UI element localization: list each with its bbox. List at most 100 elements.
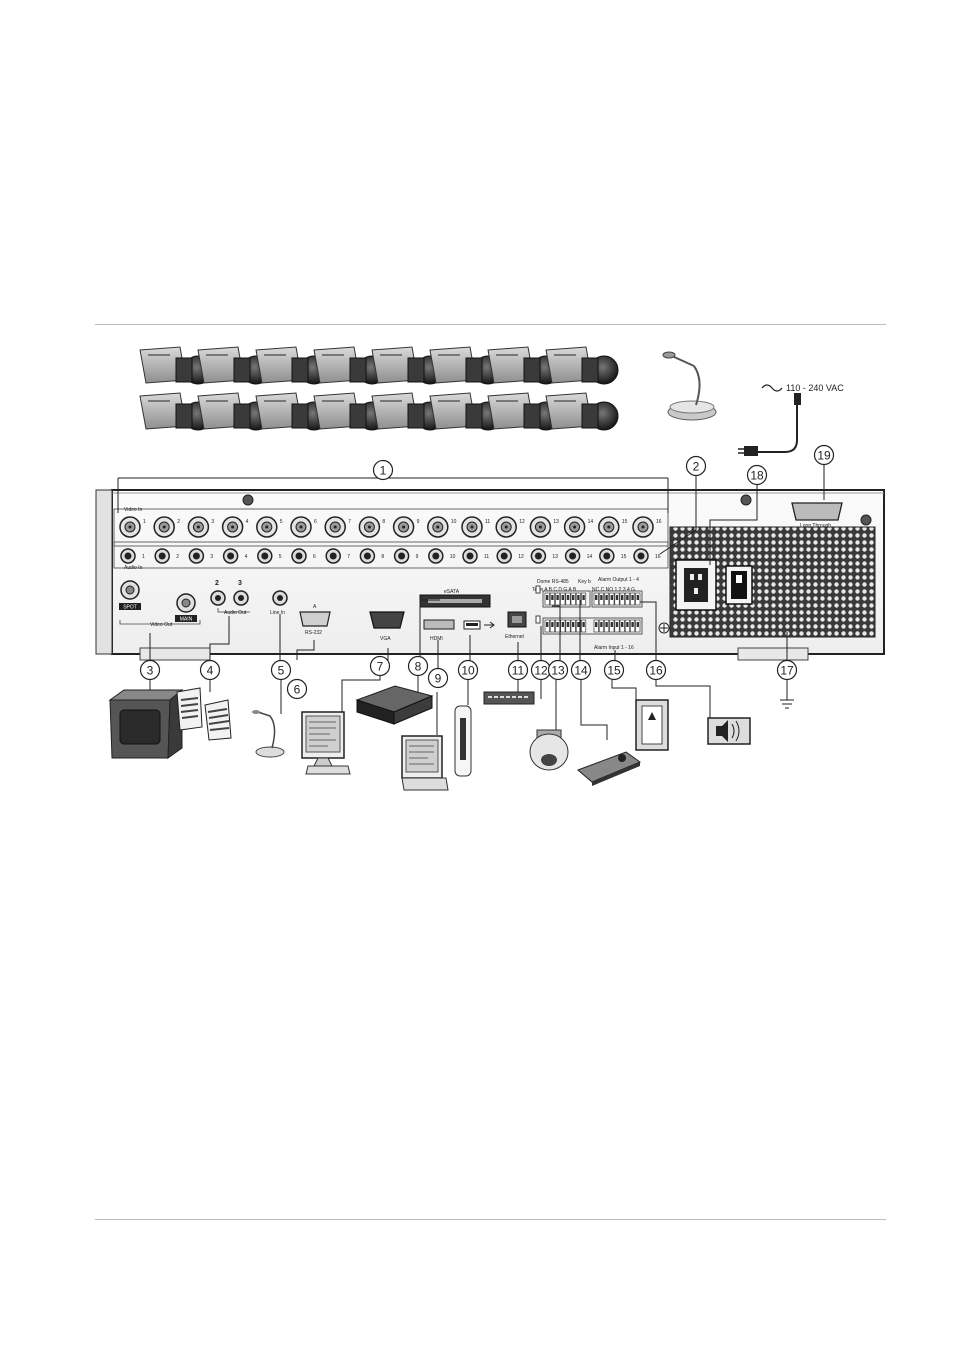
callout-1: 1 [372, 459, 394, 481]
audio-channel-number: 5 [279, 554, 282, 560]
callout-number: 16 [649, 664, 663, 678]
ptz-dome-camera-icon [529, 729, 569, 771]
audio-in-label: Audio In [124, 565, 143, 571]
video-channel-number: 15 [622, 519, 628, 525]
esata-label: eSATA [444, 589, 460, 595]
callout-2: 2 [685, 455, 707, 477]
video-channel-number: 5 [280, 519, 283, 525]
callout-number: 10 [461, 664, 475, 678]
audio-in-rca-connector [120, 548, 136, 564]
audio-channel-number: 2 [176, 554, 179, 560]
video-channel-number: 8 [382, 519, 385, 525]
audio-out-2-label: 2 [215, 580, 219, 587]
callout-number: 8 [415, 660, 422, 674]
video-channel-number: 10 [451, 519, 457, 525]
callout-7: 7 [369, 655, 391, 677]
video-channel-number: 14 [588, 519, 594, 525]
siren-relay-icon [707, 717, 751, 745]
loop-through-label: Loop Through [800, 523, 831, 529]
callout-15: 15 [603, 659, 625, 681]
power-cord-icon: 110 - 240 VAC [738, 383, 844, 456]
video-channel-number: 16 [656, 519, 662, 525]
audio-in-rca-connector [633, 548, 649, 564]
audio-channel-number: 1 [142, 554, 145, 560]
video-channel-number: 12 [519, 519, 525, 525]
audio-channel-number: 13 [552, 554, 558, 560]
video-in-bnc-connector [563, 516, 586, 538]
video-in-bnc-row [119, 516, 654, 538]
video-channel-number: 2 [177, 519, 180, 525]
audio-in-rca-connector [599, 548, 615, 564]
power-section [658, 526, 876, 638]
callout-10: 10 [457, 659, 479, 681]
main-label: MAIN [180, 617, 193, 623]
audio-channel-number: 15 [621, 554, 627, 560]
microphone-icon [662, 351, 717, 421]
cctv-camera-icon [545, 346, 619, 385]
video-in-bnc-connector [290, 516, 312, 538]
callout-number: 1 [380, 464, 387, 478]
video-channel-number: 13 [553, 519, 559, 525]
rs232-label: RS-232 [305, 630, 322, 636]
callout-3: 3 [139, 659, 161, 681]
video-in-bnc-connector [598, 516, 620, 538]
audio-in-rca-connector [291, 548, 307, 564]
usb-flash-drive-icon [454, 705, 472, 777]
audio-in-rca-row [120, 548, 649, 564]
video-channel-number: 4 [246, 519, 249, 525]
callout-17: 17 [776, 659, 798, 681]
bottom-rule [95, 1219, 886, 1220]
video-in-bnc-connector [427, 516, 449, 538]
callout-14: 14 [570, 659, 592, 681]
video-in-bnc-connector [221, 516, 244, 538]
dvr-rear-panel: Video In Audio In SPOT MAIN Video Out 2 … [95, 489, 885, 661]
alarm-output-label: Alarm Output 1 - 4 [598, 577, 639, 583]
audio-out-group: 2 3 Audio Out [210, 580, 250, 616]
audio-in-rca-connector [257, 548, 273, 564]
callout-number: 18 [750, 469, 764, 483]
video-in-bnc-connector [358, 516, 381, 538]
callout-number: 13 [551, 664, 565, 678]
dome-rs485-label: Dome RS-485 [537, 579, 569, 585]
callout-4: 4 [199, 659, 221, 681]
audio-channel-number: 8 [381, 554, 384, 560]
esata-drive-icon [355, 685, 434, 725]
usb-port [463, 620, 495, 630]
audio-in-rca-connector [496, 548, 512, 564]
callout-12: 12 [530, 659, 552, 681]
callout-number: 7 [377, 660, 384, 674]
ptz-keyboard-icon [577, 751, 642, 786]
video-in-bnc-connector [461, 516, 483, 538]
cctv-camera-icon [545, 392, 619, 431]
video-in-bnc-connector [495, 516, 517, 538]
audio-channel-number: 6 [313, 554, 316, 560]
alarm-sensor-icon [635, 699, 669, 751]
cctv-camera-icon [255, 392, 329, 431]
callout-13: 13 [547, 659, 569, 681]
audio-in-rca-connector [154, 548, 170, 564]
ethernet-label: Ethernet [505, 634, 525, 640]
audio-in-rca-connector [530, 548, 547, 564]
line-in-microphone-icon [252, 710, 285, 758]
audio-out-3-label: 3 [238, 580, 242, 587]
callout-number: 2 [693, 460, 700, 474]
audio-in-rca-connector [428, 548, 444, 564]
alarm-input-label: Alarm Input 1 - 16 [594, 645, 634, 651]
video-in-bnc-connector [632, 516, 654, 538]
callout-5: 5 [270, 659, 292, 681]
audio-in-rca-connector [359, 548, 376, 564]
hdmi-port: HDMI [423, 619, 455, 642]
callout-16: 16 [645, 659, 667, 681]
callout-number: 11 [512, 664, 525, 678]
callout-number: 15 [607, 664, 621, 678]
hdmi-monitor-icon [401, 735, 449, 791]
video-in-bnc-connector [187, 516, 210, 538]
line-in-group: Line In [270, 590, 288, 616]
audio-in-rca-connector [222, 548, 239, 564]
audio-in-rca-connector [564, 548, 581, 564]
cctv-camera-icon [487, 392, 561, 431]
audio-channel-number: 7 [347, 554, 350, 560]
video-in-bnc-connector [529, 516, 552, 538]
ethernet-port: Ethernet [505, 611, 527, 640]
